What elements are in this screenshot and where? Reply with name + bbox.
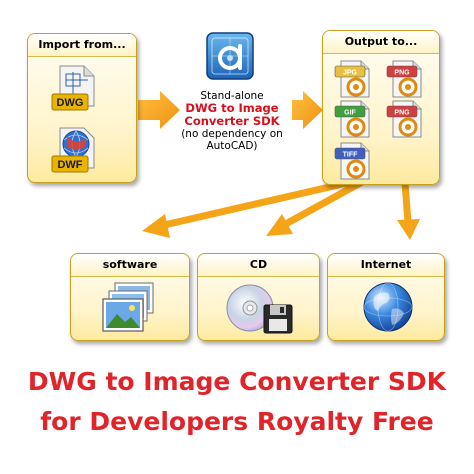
cd-and-floppy-icon (226, 284, 293, 334)
internet-panel-title: Internet (328, 254, 444, 277)
output-panel-title: Output to... (323, 31, 439, 54)
sdk-note-line2: AutoCAD) (206, 140, 258, 152)
headline-line1: DWG to Image Converter SDK (27, 367, 447, 396)
output-file-icon-png: PNG (386, 60, 422, 98)
output-file-icon-gif: GIF (334, 100, 370, 138)
sdk-standalone-text: Stand-alone (200, 90, 264, 102)
software-panel-title: software (71, 254, 189, 277)
picture-gallery-icon (102, 282, 154, 332)
arrow-output-to-cd (266, 178, 366, 236)
software-panel: software (70, 253, 190, 341)
output-file-icon-tiff: TIFF (334, 142, 370, 180)
import-panel-title: Import from... (28, 34, 136, 57)
dwf-file-icon: DWF (51, 127, 95, 173)
sdk-product-name-line2: Converter SDK (184, 114, 280, 128)
output-file-label: GIF (344, 110, 356, 117)
sdk-note-line1: (no dependency on (181, 128, 283, 140)
output-file-label: JPG (343, 70, 358, 77)
arrow-import-to-sdk (138, 91, 180, 129)
dwg-file-label: DWG (57, 97, 84, 109)
headline-line2: for Developers Royalty Free (40, 407, 434, 436)
internet-panel: Internet (327, 253, 445, 341)
cd-panel-title: CD (198, 254, 319, 277)
arrow-output-to-internet (397, 179, 420, 240)
output-file-label: PNG (394, 70, 410, 77)
dwg-to-image-converter-logo-icon (206, 32, 254, 80)
sdk-product-name-line1: DWG to Image (185, 101, 279, 115)
arrow-sdk-to-output (292, 91, 323, 129)
output-file-icon-jpg: JPG (334, 60, 370, 98)
output-panel: Output to... JPG PNG GIF PNG TIFF (322, 30, 440, 185)
sdk-caption: Stand-alone DWG to Image Converter SDK (… (170, 90, 294, 152)
arrow-output-to-software (142, 176, 364, 238)
output-file-label: TIFF (343, 152, 358, 159)
output-file-label: PNG (394, 110, 410, 117)
dwf-file-label: DWF (57, 159, 82, 171)
globe-icon (363, 282, 413, 332)
import-panel: Import from... DWG DWF (27, 33, 137, 183)
cd-panel: CD (197, 253, 320, 341)
output-file-icon-png: PNG (386, 100, 422, 138)
dwg-file-icon: DWG (51, 65, 95, 111)
